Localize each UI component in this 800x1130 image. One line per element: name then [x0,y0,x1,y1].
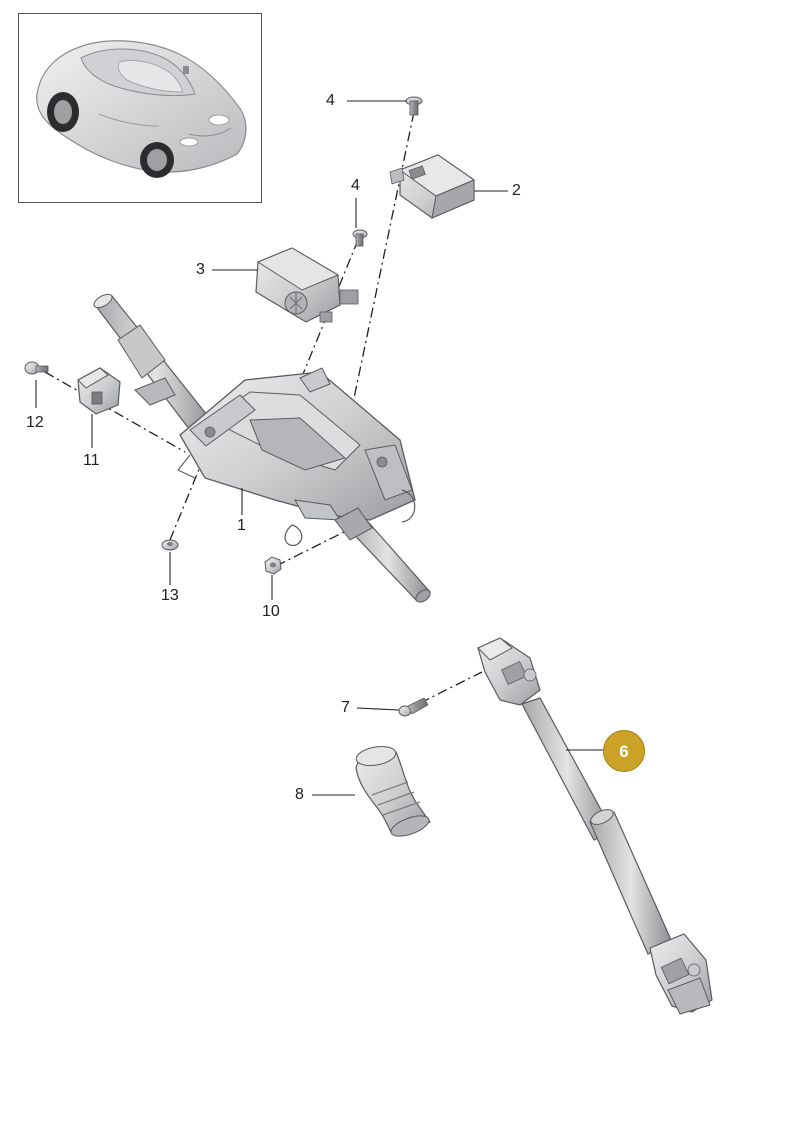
part-10-nut [264,556,282,575]
part-7-bolt [398,697,429,717]
alignment-line-nut-10 [275,527,353,567]
callout-8[interactable]: 8 [295,786,304,803]
callout-6-highlighted[interactable]: 6 [603,730,645,772]
part-4-screw-upper [405,96,423,116]
alignment-line-bolt-12 [44,371,186,453]
callout-2[interactable]: 2 [512,182,521,199]
sports-car-icon [36,40,247,178]
callout-7[interactable]: 7 [341,699,350,716]
part-6-intermediate-shaft[interactable] [477,637,713,1015]
leader-lines [35,100,604,796]
callout-1[interactable]: 1 [237,517,246,534]
callout-13[interactable]: 13 [161,587,179,604]
callout-4-lower[interactable]: 4 [351,177,360,194]
part-1-steering-column [93,293,431,603]
callout-3[interactable]: 3 [196,261,205,278]
vehicle-thumbnail [18,13,262,203]
part-11-bracket [77,367,121,415]
alignment-line-bolt-7 [419,671,483,704]
callout-11[interactable]: 11 [83,452,100,469]
part-13-nut [161,539,179,551]
part-12-bolt [24,361,49,375]
callout-10[interactable]: 10 [262,603,280,620]
part-8-boot [355,745,431,837]
callout-4-upper[interactable]: 4 [326,92,335,109]
callout-12[interactable]: 12 [26,414,44,431]
alignment-line-nut-13 [169,461,203,541]
part-2-control-module [389,154,476,219]
part-3-actuator [255,247,359,323]
part-4-screw-lower [352,229,368,247]
leader-7 [356,707,400,711]
